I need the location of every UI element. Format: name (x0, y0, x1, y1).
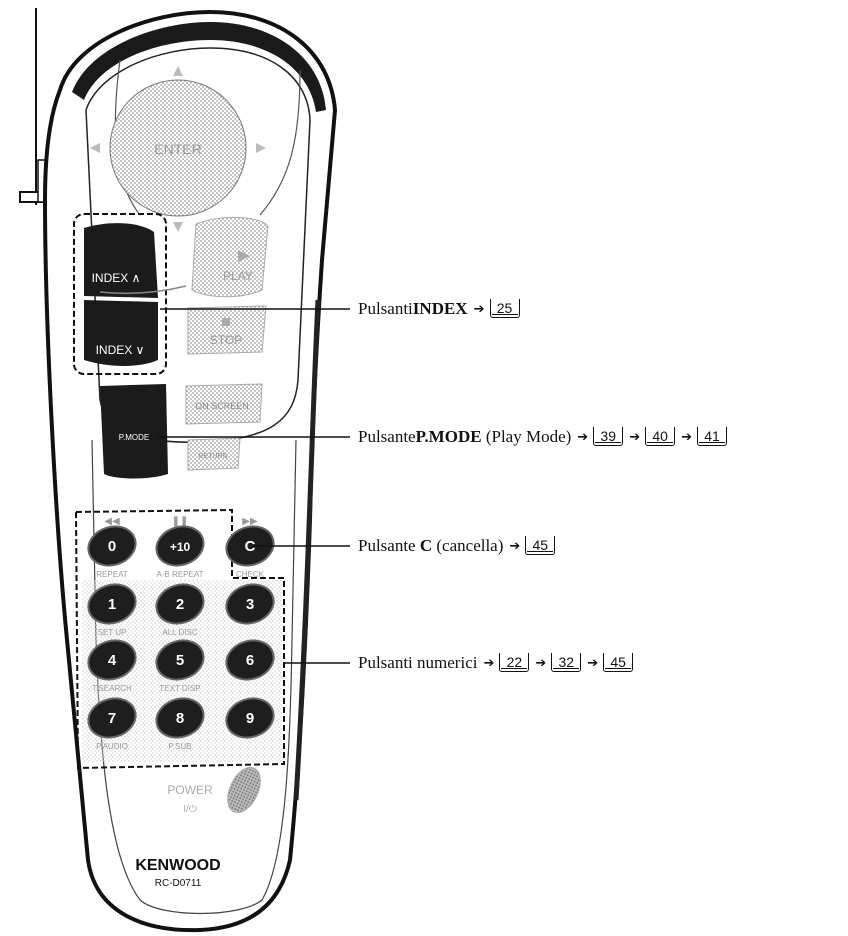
key-label: 0 (108, 538, 116, 555)
key-label: 4 (108, 652, 117, 669)
key-label: +10 (170, 540, 191, 554)
callout-c-button: Pulsante C (cancella) ➔ 45 (358, 534, 555, 558)
page-ref-number: 41 (697, 427, 727, 446)
play-label: PLAY (223, 269, 253, 283)
index-up-button[interactable] (84, 223, 158, 298)
callout-p-mode-button: Pulsante P.MODE (Play Mode) ➔ 39 ➔ 40 ➔ 41 (358, 425, 727, 449)
pause-icon: ❚❚ (172, 516, 189, 527)
page-reference[interactable]: ➔ 40 (623, 429, 675, 446)
key-sublabel: P.AUDIO (96, 742, 128, 751)
key-sublabel: P.SUB (169, 742, 192, 751)
callout-bold-term: P.MODE (416, 427, 482, 447)
page-reference[interactable]: ➔ 45 (581, 655, 633, 672)
fast-forward-icon: ▶▶ (242, 516, 258, 527)
callout-suffix: (cancella) (432, 536, 503, 556)
page-reference[interactable]: ➔ 45 (503, 538, 555, 555)
arrow-icon: ➔ (474, 302, 485, 317)
callout-prefix: Pulsanti numerici (358, 653, 477, 673)
key-label: 9 (246, 710, 254, 727)
key-label: 2 (176, 596, 184, 613)
page-reference[interactable]: ➔ 39 (571, 429, 623, 446)
key-sublabel: T.SEARCH (92, 684, 132, 693)
power-symbol: I/⏻ (183, 804, 197, 815)
key-label: 1 (108, 596, 116, 613)
page-ref-number: 22 (499, 653, 529, 672)
stop-icon (222, 318, 230, 326)
callout-index-buttons: Pulsanti INDEX ➔ 25 (358, 297, 520, 321)
arrow-icon: ➔ (587, 656, 598, 671)
key-sublabel: ALL DISC (162, 628, 197, 637)
index-up-label: INDEX ∧ (92, 271, 141, 285)
callout-bold-term: C (420, 536, 432, 556)
arrow-icon: ➔ (509, 539, 520, 554)
key-label: 6 (246, 652, 254, 669)
callout-prefix: Pulsante (358, 536, 420, 556)
page-ref-number: 39 (593, 427, 623, 446)
arrow-icon: ➔ (577, 430, 588, 445)
page-ref-number: 45 (525, 536, 555, 555)
return-label: RETURN (198, 453, 227, 460)
key-sublabel: TEXT DISP (159, 684, 200, 693)
power-label: POWER (167, 783, 213, 797)
key-sublabel: CHECK (236, 570, 265, 579)
arrow-icon: ➔ (483, 656, 494, 671)
brand-logo: KENWOOD (135, 857, 220, 874)
on-screen-label: ON SCREEN (195, 401, 249, 411)
arrow-icon: ➔ (629, 430, 640, 445)
callout-suffix: (Play Mode) (482, 427, 572, 447)
key-label: 8 (176, 710, 184, 727)
page-reference[interactable]: ➔ 25 (468, 301, 520, 318)
page-reference[interactable]: ➔ 22 (477, 655, 529, 672)
enter-label: ENTER (154, 141, 201, 157)
page-ref-number: 25 (490, 299, 520, 318)
p-mode-button[interactable] (100, 384, 168, 479)
page-reference[interactable]: ➔ 41 (675, 429, 727, 446)
key-label: 7 (108, 710, 116, 727)
play-button[interactable] (192, 217, 268, 296)
key-label: 5 (176, 652, 184, 669)
arrow-icon: ➔ (681, 430, 692, 445)
model-number: RC-D0711 (155, 878, 202, 889)
page-reference[interactable]: ➔ 32 (529, 655, 581, 672)
rewind-icon: ◀◀ (104, 516, 120, 527)
callout-bold-term: INDEX (413, 299, 468, 319)
index-down-label: INDEX ∨ (96, 343, 145, 357)
key-sublabel: SET UP (98, 628, 127, 637)
stop-label: STOP (210, 333, 242, 347)
arrow-icon: ➔ (535, 656, 546, 671)
callout-prefix: Pulsante (358, 427, 416, 447)
page-ref-number: 45 (603, 653, 633, 672)
callout-numeric-buttons: Pulsanti numerici ➔ 22 ➔ 32 ➔ 45 (358, 651, 633, 675)
key-sublabel: A-B REPEAT (157, 570, 204, 579)
page-ref-number: 40 (645, 427, 675, 446)
callout-prefix: Pulsanti (358, 299, 413, 319)
key-sublabel: REPEAT (96, 570, 128, 579)
key-label: 3 (246, 596, 254, 613)
p-mode-label: P.MODE (119, 433, 150, 442)
page-ref-number: 32 (551, 653, 581, 672)
